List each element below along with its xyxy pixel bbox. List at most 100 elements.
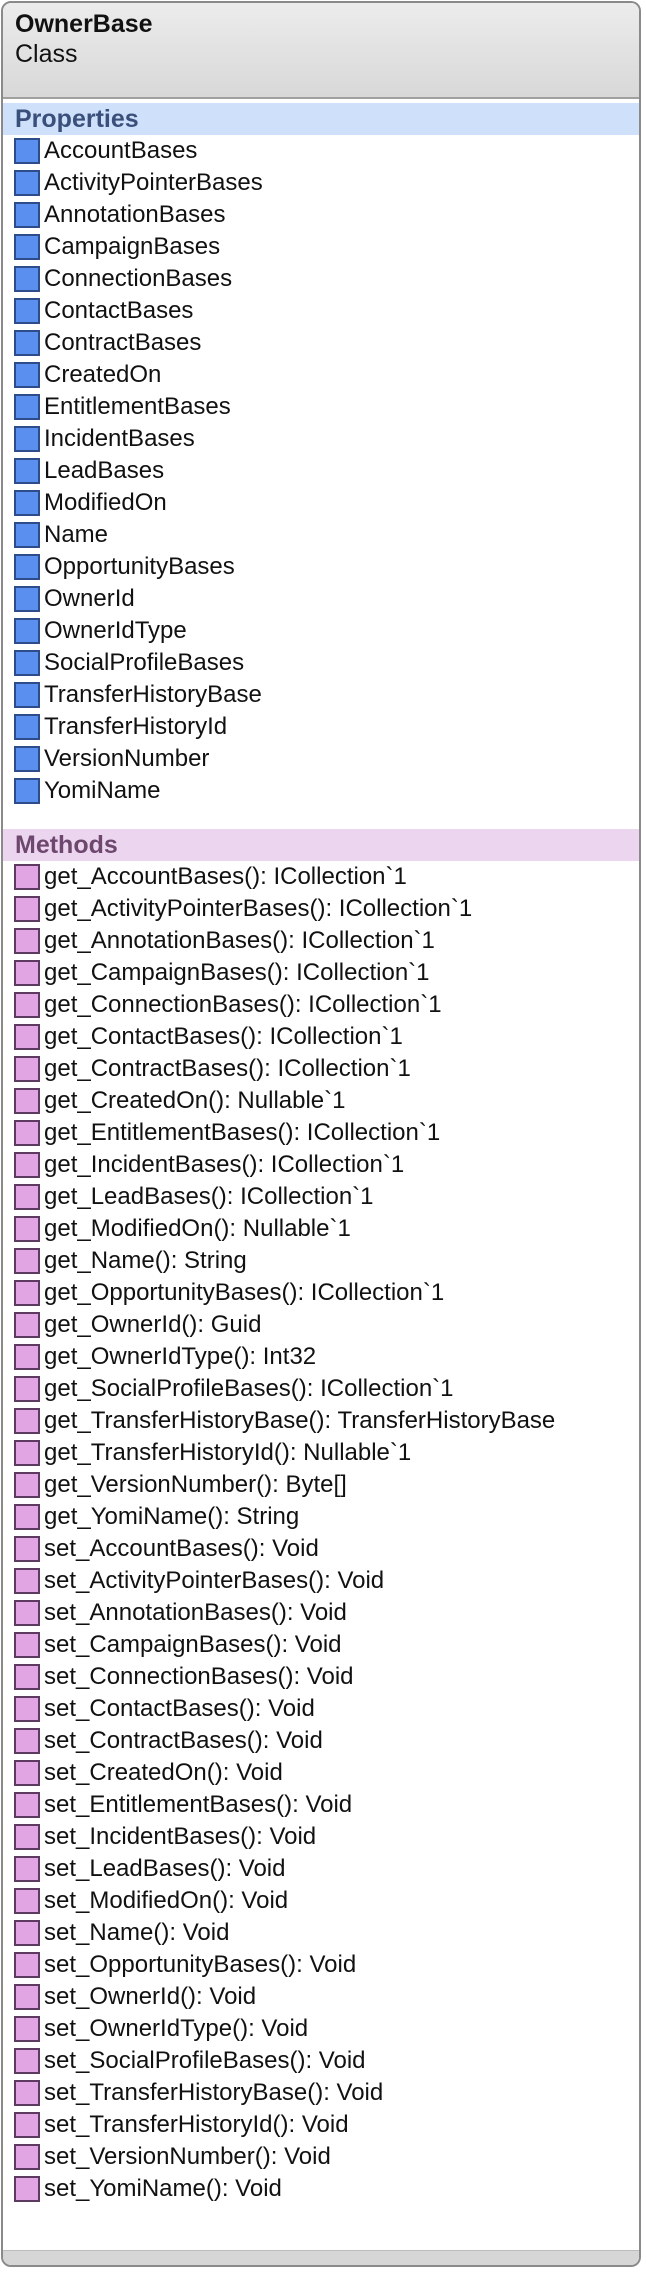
method-item-label: set_CreatedOn(): Void: [44, 1759, 283, 1786]
methods-header: Methods: [3, 829, 639, 861]
method-item-label: set_ConnectionBases(): Void: [44, 1663, 354, 1690]
properties-header: Properties: [3, 103, 639, 135]
method-item: set_OpportunityBases(): Void: [3, 1949, 639, 1981]
property-item-label: OwnerIdType: [44, 617, 187, 644]
method-item-label: set_ModifiedOn(): Void: [44, 1887, 289, 1914]
method-icon: [14, 928, 40, 954]
method-icon: [14, 2016, 40, 2042]
method-icon: [14, 1248, 40, 1274]
method-icon: [14, 896, 40, 922]
property-item-label: LeadBases: [44, 457, 165, 484]
method-item-label: get_SocialProfileBases(): ICollection`1: [44, 1375, 454, 1402]
property-item: ConnectionBases: [3, 263, 639, 295]
property-icon: [14, 170, 40, 196]
method-item: set_CreatedOn(): Void: [3, 1757, 639, 1789]
method-icon: [14, 1088, 40, 1114]
method-item-label: set_OpportunityBases(): Void: [44, 1951, 357, 1978]
property-item: CreatedOn: [3, 359, 639, 391]
method-icon: [14, 2080, 40, 2106]
method-item: set_ConnectionBases(): Void: [3, 1661, 639, 1693]
method-item: set_VersionNumber(): Void: [3, 2141, 639, 2173]
method-item-label: set_TransferHistoryBase(): Void: [44, 2079, 384, 2106]
method-item: set_AccountBases(): Void: [3, 1533, 639, 1565]
method-item-label: set_EntitlementBases(): Void: [44, 1791, 353, 1818]
method-icon: [14, 1568, 40, 1594]
method-icon: [14, 1152, 40, 1178]
method-item: get_ModifiedOn(): Nullable`1: [3, 1213, 639, 1245]
property-icon: [14, 426, 40, 452]
method-item: get_ContactBases(): ICollection`1: [3, 1021, 639, 1053]
property-item-label: YomiName: [44, 777, 161, 804]
method-item-label: get_ActivityPointerBases(): ICollection`…: [44, 895, 473, 922]
property-icon: [14, 202, 40, 228]
method-item: get_CreatedOn(): Nullable`1: [3, 1085, 639, 1117]
method-item-label: set_ContractBases(): Void: [44, 1727, 323, 1754]
property-item: OwnerId: [3, 583, 639, 615]
method-item-label: get_OwnerIdType(): Int32: [44, 1343, 317, 1370]
method-icon: [14, 864, 40, 890]
method-item: get_OwnerIdType(): Int32: [3, 1341, 639, 1373]
method-item-label: get_ConnectionBases(): ICollection`1: [44, 991, 442, 1018]
method-item: get_Name(): String: [3, 1245, 639, 1277]
property-icon: [14, 394, 40, 420]
method-icon: [14, 1920, 40, 1946]
method-item-label: get_OpportunityBases(): ICollection`1: [44, 1279, 445, 1306]
method-icon: [14, 2144, 40, 2170]
method-item-label: get_VersionNumber(): Byte[]: [44, 1471, 347, 1498]
method-item: set_ActivityPointerBases(): Void: [3, 1565, 639, 1597]
property-item-label: TransferHistoryBase: [44, 681, 262, 708]
method-icon: [14, 2112, 40, 2138]
method-item-label: set_AccountBases(): Void: [44, 1535, 319, 1562]
method-item: set_OwnerIdType(): Void: [3, 2013, 639, 2045]
method-item: set_EntitlementBases(): Void: [3, 1789, 639, 1821]
method-item-label: set_AnnotationBases(): Void: [44, 1599, 347, 1626]
method-item: set_SocialProfileBases(): Void: [3, 2045, 639, 2077]
method-item: set_AnnotationBases(): Void: [3, 1597, 639, 1629]
property-icon: [14, 650, 40, 676]
property-item: IncidentBases: [3, 423, 639, 455]
method-icon: [14, 960, 40, 986]
method-icon: [14, 1632, 40, 1658]
method-icon: [14, 1120, 40, 1146]
property-item: EntitlementBases: [3, 391, 639, 423]
method-item: set_CampaignBases(): Void: [3, 1629, 639, 1661]
method-item: get_LeadBases(): ICollection`1: [3, 1181, 639, 1213]
method-item: get_ActivityPointerBases(): ICollection`…: [3, 893, 639, 925]
method-item-label: get_EntitlementBases(): ICollection`1: [44, 1119, 441, 1146]
property-item: ContactBases: [3, 295, 639, 327]
method-icon: [14, 1888, 40, 1914]
method-item-label: set_CampaignBases(): Void: [44, 1631, 342, 1658]
class-kind: Class: [15, 40, 78, 68]
property-item-label: SocialProfileBases: [44, 649, 245, 676]
method-item: get_VersionNumber(): Byte[]: [3, 1469, 639, 1501]
method-icon: [14, 1440, 40, 1466]
method-item: get_TransferHistoryBase(): TransferHisto…: [3, 1405, 639, 1437]
method-item: get_ContractBases(): ICollection`1: [3, 1053, 639, 1085]
property-item-label: AccountBases: [44, 137, 198, 164]
method-item: set_LeadBases(): Void: [3, 1853, 639, 1885]
property-icon: [14, 330, 40, 356]
method-icon: [14, 1344, 40, 1370]
property-item-label: VersionNumber: [44, 745, 210, 772]
method-item-label: get_Name(): String: [44, 1247, 247, 1274]
method-icon: [14, 1696, 40, 1722]
method-icon: [14, 1824, 40, 1850]
property-icon: [14, 714, 40, 740]
method-item-label: get_YomiName(): String: [44, 1503, 300, 1530]
property-item: OwnerIdType: [3, 615, 639, 647]
method-icon: [14, 1664, 40, 1690]
method-icon: [14, 2048, 40, 2074]
property-item: ContractBases: [3, 327, 639, 359]
method-item: set_IncidentBases(): Void: [3, 1821, 639, 1853]
method-item-label: set_Name(): Void: [44, 1919, 230, 1946]
property-icon: [14, 298, 40, 324]
method-icon: [14, 1312, 40, 1338]
property-item: AccountBases: [3, 135, 639, 167]
method-icon: [14, 1408, 40, 1434]
method-icon: [14, 1184, 40, 1210]
method-item-label: get_AnnotationBases(): ICollection`1: [44, 927, 435, 954]
class-name: OwnerBase: [15, 10, 153, 38]
property-item-label: OpportunityBases: [44, 553, 235, 580]
property-item-label: OwnerId: [44, 585, 135, 612]
